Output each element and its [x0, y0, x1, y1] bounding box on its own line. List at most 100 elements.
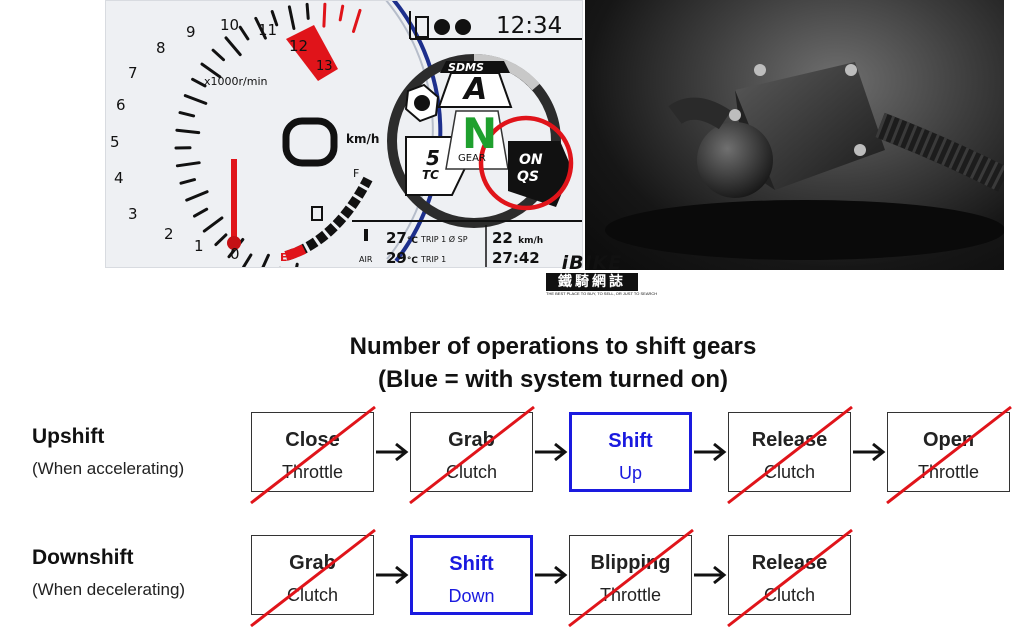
tach-tick [175, 161, 201, 168]
step-action: Release [751, 429, 828, 451]
upshift-sub: (When accelerating) [32, 459, 185, 478]
water-temp: 27°C [386, 229, 418, 247]
flow-arrow-icon [376, 565, 409, 585]
clock: 12:34 [496, 13, 563, 39]
dashboard-image: 0 1 2 3 4 5 6 7 8 9 10 11 12 13 12:34 x1… [105, 0, 583, 268]
air-label: AIR [359, 255, 373, 264]
step-action: Shift [449, 553, 494, 575]
upshift-label: Upshift [32, 425, 105, 448]
tc-value: 5 [426, 146, 440, 170]
tach-label-11: 11 [258, 21, 278, 39]
tach-label-10: 10 [220, 16, 240, 34]
step-action: Blipping [590, 552, 671, 574]
dashboard-graphic [174, 1, 582, 267]
step-action: Shift [608, 430, 653, 452]
tach-label-0: 0 [230, 245, 240, 263]
qs-label: QS [517, 169, 539, 185]
tach-tick [254, 16, 267, 40]
tach-tick [287, 5, 296, 30]
tach-tick [178, 111, 196, 118]
tach-tick [200, 62, 222, 79]
fuel-empty: E [280, 251, 288, 264]
tach-label-5: 5 [110, 133, 120, 151]
strike-through-mark [409, 405, 535, 505]
strike-through-mark [727, 405, 853, 505]
sdms-mode: A [464, 72, 488, 107]
tach-tick [270, 10, 279, 27]
flow-arrow-icon [376, 442, 409, 462]
speed-unit: km/h [346, 132, 380, 146]
tach-tick [214, 233, 228, 247]
title-line-2: (Blue = with system turned on) [377, 366, 729, 393]
tc-label: TC [422, 168, 439, 182]
qs-on: ON [519, 152, 543, 168]
tach-tick [295, 262, 299, 267]
speed-value: 0 [302, 123, 306, 130]
tach-tick [183, 94, 208, 105]
tach-tick [193, 207, 209, 218]
flow-arrow-icon [694, 442, 727, 462]
step-action: Release [751, 552, 828, 574]
title-line-1: Number of operations to shift gears [349, 333, 757, 360]
flow-arrow-icon [535, 442, 568, 462]
downshift-sub: (When decelerating) [32, 580, 186, 599]
flow-arrow-icon [853, 442, 886, 462]
logo-brand: iBIKE [561, 252, 623, 274]
tach-label-6: 6 [116, 96, 126, 114]
tach-tick [338, 4, 345, 22]
tach-label-7: 7 [128, 64, 138, 82]
gear-label: GEAR [458, 153, 486, 164]
flow-arrow-icon [535, 565, 568, 585]
sdms-label: SDMS [448, 61, 484, 74]
ibike-logo: iBIKE 鐵騎網誌 THE BEST PLACE TO BUY, TO SEL… [546, 252, 658, 303]
tach-tick [211, 48, 225, 62]
tach-label-2: 2 [164, 225, 174, 243]
tach-tick [224, 36, 242, 57]
trip1-speed: 22 km/h [492, 229, 544, 247]
logo-tagline: THE BEST PLACE TO BUY, TO SELL, OR JUST … [546, 291, 658, 296]
tach-label-3: 3 [128, 205, 138, 223]
tach-tick [202, 216, 224, 233]
tach-tick [322, 2, 327, 28]
tach-tick [305, 2, 310, 20]
tach-label-4: 4 [114, 169, 124, 187]
quickshifter-switch-photo [585, 0, 1004, 270]
strike-through-mark [886, 405, 1012, 505]
tach-label-13: 13 [316, 59, 333, 74]
strike-through-mark [250, 528, 376, 628]
step-object: Up [618, 463, 642, 483]
air-temp: 29°C [386, 249, 418, 267]
tach-tick [352, 8, 362, 33]
tach-unit: x1000r/min [204, 75, 268, 88]
tach-tick [261, 253, 270, 267]
trip1-time-label: TRIP 1 [421, 255, 447, 264]
tach-tick [191, 77, 207, 88]
tach-label-1: 1 [194, 237, 204, 255]
tach-tick [242, 253, 253, 267]
gear-value: N [462, 109, 498, 158]
tach-label-9: 9 [186, 23, 196, 41]
logo-chinese: 鐵騎網誌 [546, 273, 638, 291]
tach-tick [179, 178, 196, 185]
tach-label-12: 12 [289, 37, 309, 55]
tach-tick [185, 190, 209, 202]
tach-tick [238, 25, 250, 41]
strike-through-mark [568, 528, 694, 628]
step-object: Down [448, 586, 495, 606]
tach-tick [175, 128, 201, 135]
trip1-time: 27:42 [492, 249, 540, 267]
trip1-avg-label: TRIP 1 Ø SP [421, 235, 468, 244]
flow-arrow-icon [694, 565, 727, 585]
downshift-label: Downshift [32, 546, 134, 569]
strike-through-mark [250, 405, 376, 505]
tach-label-8: 8 [156, 39, 166, 57]
